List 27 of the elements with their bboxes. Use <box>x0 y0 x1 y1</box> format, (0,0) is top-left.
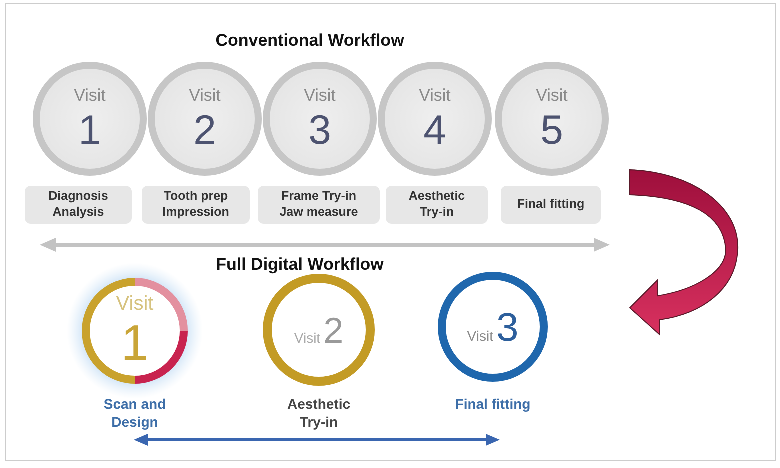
visit-label: Visit <box>116 294 154 314</box>
visit-number: 2 <box>194 110 216 151</box>
step-box: Frame Try-in Jaw measure <box>258 186 380 224</box>
visit-number: 2 <box>324 313 344 349</box>
step-box: Aesthetic Try-in <box>386 186 488 224</box>
visit-caption: Final fitting <box>455 395 531 414</box>
section-heading: Conventional Workflow <box>216 31 404 52</box>
section-heading: Full Digital Workflow <box>216 255 384 276</box>
visit-label: Visit <box>304 87 336 104</box>
visit-number: 1 <box>78 110 102 151</box>
step-box: Tooth prep Impression <box>142 186 250 224</box>
visit-label: Visit <box>74 87 106 104</box>
visit-number: 1 <box>121 318 149 368</box>
visit-circle <box>67 263 203 399</box>
visit-label: Visit <box>294 331 321 345</box>
visit-label: Visit <box>419 87 451 104</box>
step-box: Diagnosis Analysis <box>25 186 132 224</box>
visit-caption: Aesthetic Try-in <box>286 395 352 432</box>
visit-number: 4 <box>424 110 446 151</box>
visit-label: Visit <box>467 329 494 343</box>
visit-number: 3 <box>308 110 332 151</box>
visit-label: Visit <box>536 87 568 104</box>
visit-number: 3 <box>496 308 519 348</box>
visit-number: 5 <box>540 110 564 151</box>
step-box: Final fitting <box>501 186 601 224</box>
visit-label: Visit <box>189 87 221 104</box>
visit-caption: Scan and Design <box>102 395 168 432</box>
